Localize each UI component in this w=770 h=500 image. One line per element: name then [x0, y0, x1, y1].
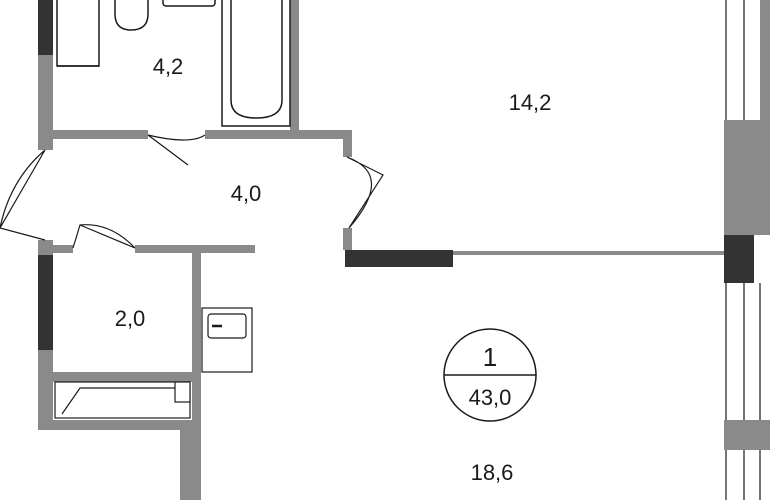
- badge-rooms-count: 1: [483, 342, 497, 372]
- room-area-bathroom: 4,2: [153, 54, 184, 79]
- doors: [0, 134, 384, 249]
- partition-line: [453, 251, 724, 255]
- wall-right-top: [760, 0, 770, 120]
- door-entrance: [0, 149, 46, 241]
- apartment-badge: 1 43,0: [443, 328, 537, 422]
- wall-bathroom-right: [290, 0, 299, 138]
- bathtub-inner-icon: [230, 0, 283, 119]
- wall-bathroom-hall-right: [205, 130, 350, 139]
- room-area-hall: 4,0: [231, 181, 262, 206]
- toilet-icon: [114, 0, 149, 31]
- windows-right: [725, 0, 761, 500]
- kitchen-sink-bowl-icon: [207, 313, 247, 339]
- wall-bathroom-hall-left: [53, 130, 148, 139]
- dark-wall-left-top: [38, 0, 53, 55]
- wardrobe-shelf-icon: [174, 381, 191, 403]
- dark-walls: [38, 0, 754, 350]
- bathroom-fixtures: [56, 0, 291, 127]
- room-area-storage: 2,0: [115, 306, 146, 331]
- wall-bottom-left: [38, 420, 198, 430]
- room-area-living-top: 14,2: [509, 90, 552, 115]
- wall-hall-right-upper: [343, 130, 352, 157]
- door-living: [346, 156, 384, 229]
- badge-total-area: 43,0: [469, 385, 512, 410]
- sink-top-icon: [162, 0, 216, 7]
- walls: [38, 0, 770, 500]
- wall-storage-top-right: [135, 245, 255, 253]
- cabinet-icon: [56, 0, 100, 67]
- door-bathroom: [147, 134, 206, 166]
- wall-wardrobe-top: [53, 372, 193, 382]
- wall-bottom-stub: [180, 420, 201, 500]
- wall-right-pillar-bottom: [724, 420, 770, 450]
- room-area-living-bottom: 18,6: [471, 460, 514, 485]
- wall-storage-right: [192, 253, 201, 500]
- dark-wall-left-bottom: [38, 255, 53, 350]
- dark-pillar-right: [724, 235, 754, 283]
- wall-right-pillar-top: [724, 120, 770, 235]
- door-storage: [72, 224, 136, 249]
- dark-partition: [345, 250, 453, 267]
- storage-fixtures: [54, 307, 253, 419]
- wall-storage-top-left: [53, 245, 73, 253]
- wall-hall-right-lower: [343, 228, 352, 250]
